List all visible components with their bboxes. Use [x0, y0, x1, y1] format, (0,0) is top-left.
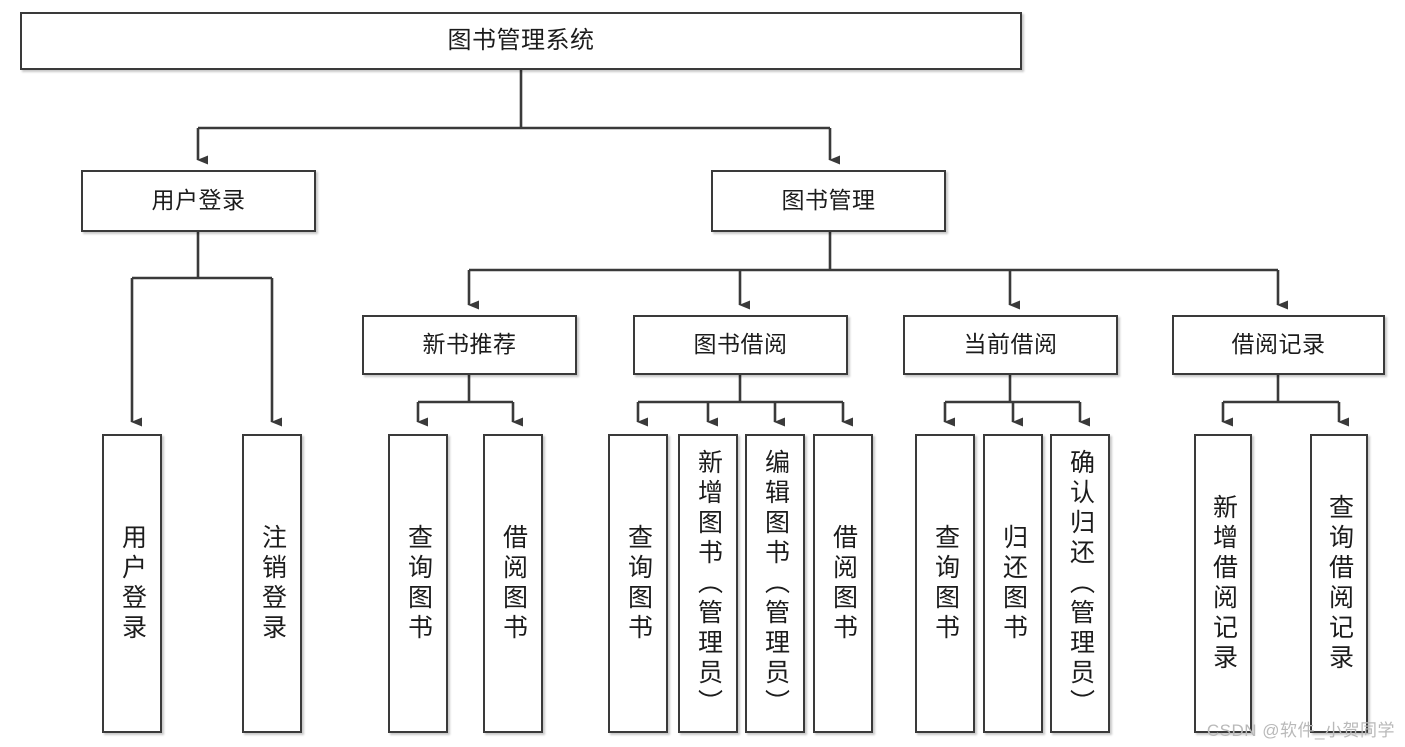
- node-label: 新增图书（管理员）: [694, 448, 723, 719]
- node-leaf-add-book[interactable]: 新增图书（管理员）: [678, 434, 738, 733]
- node-root-system[interactable]: 图书管理系统: [20, 12, 1022, 70]
- watermark-text: CSDN @软件_小贺同学: [1206, 721, 1395, 740]
- node-label: 注销登录: [258, 523, 287, 644]
- node-leaf-query-book-1[interactable]: 查询图书: [388, 434, 448, 733]
- node-leaf-user-login[interactable]: 用户登录: [102, 434, 162, 733]
- node-book-management[interactable]: 图书管理: [711, 170, 946, 232]
- node-label: 查询图书: [624, 523, 653, 644]
- node-borrow-record[interactable]: 借阅记录: [1172, 315, 1385, 375]
- node-label: 归还图书: [999, 523, 1028, 644]
- node-new-book-recommend[interactable]: 新书推荐: [362, 315, 577, 375]
- node-leaf-edit-book[interactable]: 编辑图书（管理员）: [745, 434, 805, 733]
- node-leaf-query-book-3[interactable]: 查询图书: [915, 434, 975, 733]
- node-user-login[interactable]: 用户登录: [81, 170, 316, 232]
- node-label: 图书借阅: [693, 331, 788, 358]
- node-label: 借阅图书: [499, 523, 528, 644]
- node-leaf-query-record[interactable]: 查询借阅记录: [1310, 434, 1368, 733]
- node-label: 新增借阅记录: [1209, 493, 1238, 674]
- node-leaf-return-book[interactable]: 归还图书: [983, 434, 1043, 733]
- node-label: 查询借阅记录: [1325, 493, 1354, 674]
- node-leaf-query-book-2[interactable]: 查询图书: [608, 434, 668, 733]
- node-current-borrow[interactable]: 当前借阅: [903, 315, 1118, 375]
- node-leaf-logout-login[interactable]: 注销登录: [242, 434, 302, 733]
- node-label: 借阅图书: [829, 523, 858, 644]
- node-label: 编辑图书（管理员）: [761, 448, 790, 719]
- node-book-borrow[interactable]: 图书借阅: [633, 315, 848, 375]
- node-label: 用户登录: [151, 187, 246, 214]
- node-leaf-add-record[interactable]: 新增借阅记录: [1194, 434, 1252, 733]
- node-label: 确认归还（管理员）: [1066, 448, 1095, 719]
- node-leaf-borrow-book-2[interactable]: 借阅图书: [813, 434, 873, 733]
- node-leaf-borrow-book-1[interactable]: 借阅图书: [483, 434, 543, 733]
- node-label: 查询图书: [404, 523, 433, 644]
- node-label: 图书管理系统: [447, 26, 595, 54]
- node-label: 新书推荐: [422, 331, 517, 358]
- node-label: 借阅记录: [1231, 331, 1326, 358]
- node-label: 查询图书: [931, 523, 960, 644]
- node-leaf-confirm-return[interactable]: 确认归还（管理员）: [1050, 434, 1110, 733]
- node-label: 用户登录: [118, 523, 147, 644]
- node-label: 图书管理: [781, 187, 876, 214]
- node-label: 当前借阅: [963, 331, 1058, 358]
